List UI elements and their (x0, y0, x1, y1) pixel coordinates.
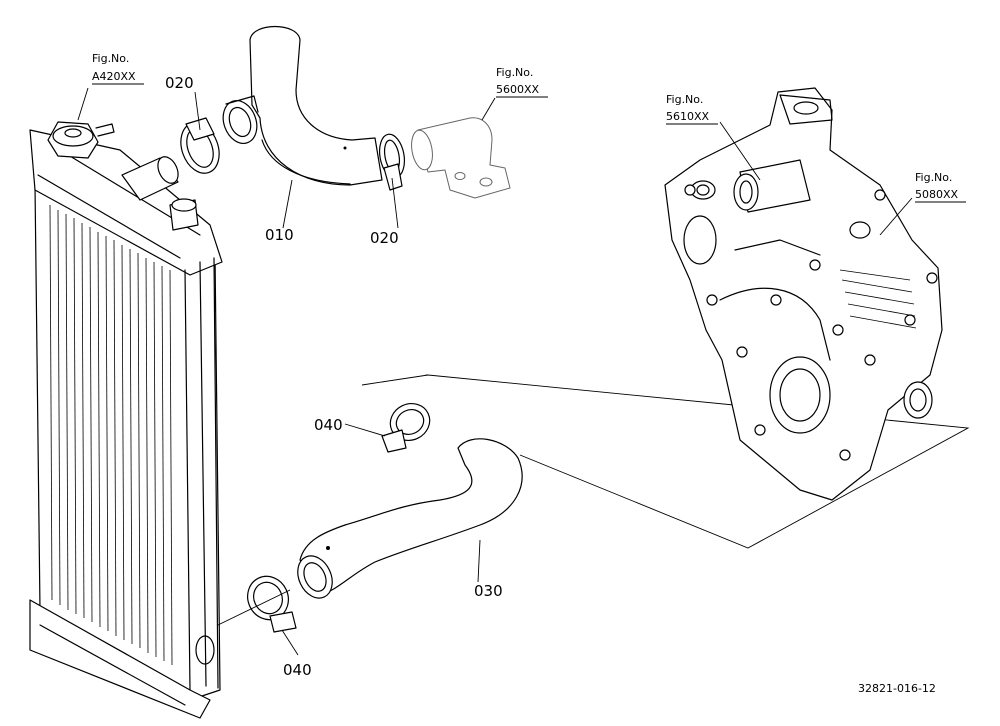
figure-ref-gearcase: Fig.No. 5080XX (915, 171, 966, 203)
leader-lines (77, 87, 913, 656)
figure-ref-radiator: Fig.No. A420XX (92, 52, 144, 85)
radiator-assembly (29, 121, 223, 719)
part-label-040-lower: 040 (283, 661, 312, 679)
lower-hose (297, 438, 523, 599)
hose-clamp-lower-upper (381, 403, 431, 453)
figure-ref-gearcase-line2: 5080XX (915, 188, 959, 201)
routing-line (217, 374, 970, 626)
part-label-020-upper-left: 020 (165, 74, 194, 92)
hose-clamp-lower-lower (247, 575, 297, 633)
part-label-030: 030 (474, 582, 503, 600)
figure-ref-gearcase-line1: Fig.No. (915, 171, 952, 184)
part-label-040-upper: 040 (314, 416, 343, 434)
engine-gear-case (664, 87, 943, 501)
figure-ref-radiator-line2: A420XX (92, 70, 136, 83)
figure-ref-outlet-line1: Fig.No. (496, 66, 533, 79)
figure-ref-pump-line1: Fig.No. (666, 93, 703, 106)
part-label-010: 010 (265, 226, 294, 244)
hose-clamp-upper-right (378, 133, 406, 191)
figure-ref-outlet: Fig.No. 5600XX (496, 66, 548, 98)
figure-ref-pump-line2: 5610XX (666, 110, 710, 123)
figure-ref-radiator-line1: Fig.No. (92, 52, 129, 65)
part-label-020-upper-right: 020 (370, 229, 399, 247)
figure-ref-pump: Fig.No. 5610XX (666, 93, 718, 125)
upper-hose (222, 25, 383, 186)
figure-ref-outlet-line2: 5600XX (496, 83, 540, 96)
drawing-number: 32821-016-12 (858, 682, 936, 695)
thermostat-outlet (411, 117, 511, 199)
